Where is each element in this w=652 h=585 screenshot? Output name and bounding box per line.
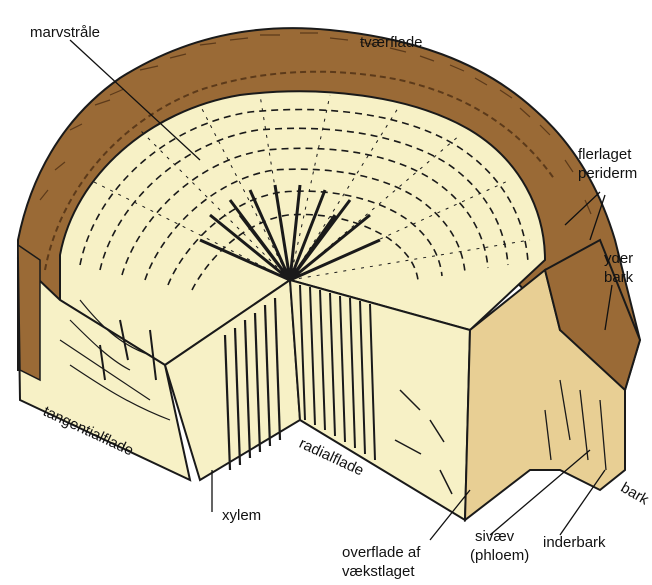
label-yderbark-2: bark — [604, 269, 633, 286]
tangential-bark-strip — [18, 245, 40, 380]
label-overflade-1: overflade af — [342, 544, 420, 561]
label-periderm: periderm — [578, 165, 637, 182]
label-yderbark-1: yder — [604, 250, 633, 267]
label-marvstraale: marvstråle — [30, 24, 100, 41]
label-sivaev-1: sivæv — [475, 528, 514, 545]
label-overflade-2: vækstlaget — [342, 563, 415, 580]
label-xylem: xylem — [222, 507, 261, 524]
label-flerlaget: flerlaget — [578, 146, 631, 163]
label-tvaerflade: tværflade — [360, 34, 423, 51]
label-sivaev-2: (phloem) — [470, 547, 529, 564]
label-inderbark: inderbark — [543, 534, 606, 551]
